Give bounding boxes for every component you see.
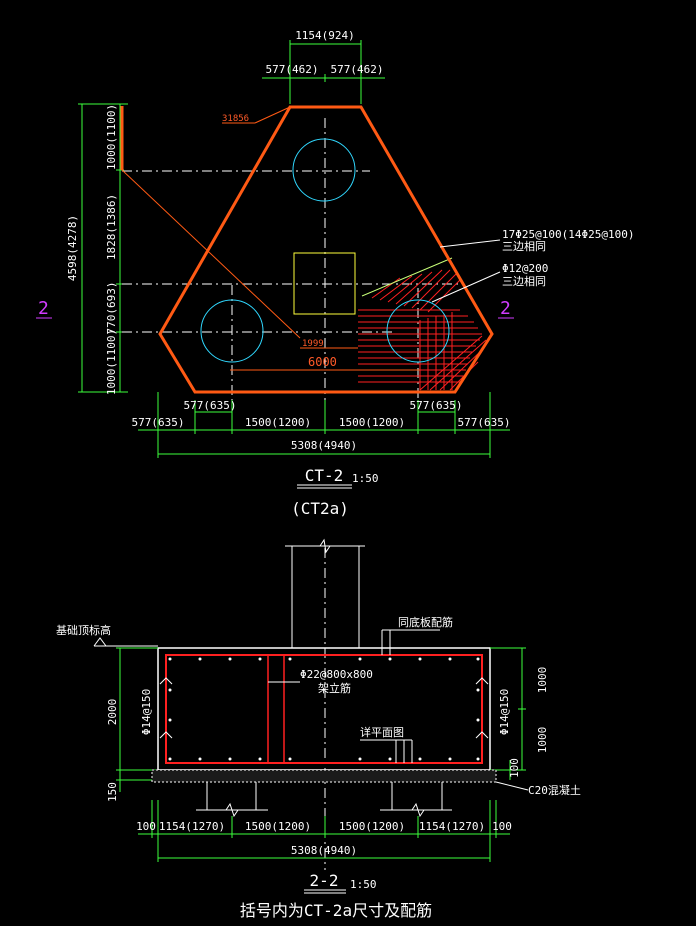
section-piles [196, 782, 452, 818]
rebar-sub-spec: Φ12@200 [502, 262, 548, 275]
pile-top [292, 138, 356, 202]
section-cover: 100 [508, 758, 521, 778]
rebar-main-spec: 17Φ25@100(14Φ25@100) [502, 228, 634, 241]
section-mark-left: 2 [38, 298, 49, 319]
section-cap-outline [157, 647, 491, 771]
plan-leader-label: 31856 [222, 114, 249, 124]
section-column [285, 538, 365, 648]
inner-dim-small: 1999 [302, 339, 324, 349]
section-view: 基础顶标高 Φ22@800x800 架立筋 同底板配筋 [56, 538, 581, 920]
plan-diagonal-leader [121, 169, 301, 339]
plan-title: CT-2 [305, 466, 344, 485]
mid-rebar-spec: Φ22@800x800 [300, 668, 373, 681]
pile-detail-leader [360, 739, 413, 763]
top-rebar-label: 同底板配筋 [398, 615, 453, 629]
section-rebar-cage [165, 654, 483, 764]
section-rebar-dots [168, 657, 480, 761]
rebar-main-leader [439, 239, 501, 248]
plan-view: 1154(924) 577(462) 577(462) 4598(4278) 1… [36, 29, 634, 518]
plan-left-dimensions [78, 103, 128, 393]
pile-detail-note: 详平面图 [360, 725, 404, 739]
section-bottom-dim-5: 1154(1270) [419, 820, 485, 833]
section-right-bar: Φ14@150 [498, 689, 511, 735]
section-left-bar: Φ14@150 [140, 689, 153, 735]
section-left-height: 2000 [106, 699, 119, 726]
section-note: 括号内为CT-2a尺寸及配筋 [240, 901, 432, 920]
concrete-bed [151, 769, 497, 783]
plan-rebar-hatch [358, 269, 487, 391]
concrete-label: C20混凝土 [528, 783, 581, 797]
section-bottom-dimensions [138, 800, 510, 862]
plan-rebar-arrow [361, 257, 453, 297]
plan-bottom-dimensions [138, 392, 510, 458]
section-bottom-dim-2: 1154(1270) [159, 820, 225, 833]
plan-left-dim-1: 1000(1100) [105, 104, 118, 170]
section-mark-right: 2 [500, 298, 511, 319]
plan-top-total-dim: 1154(924) [295, 29, 355, 42]
rebar-main-note: 三边相同 [502, 240, 546, 253]
plan-label-leader-d [254, 106, 291, 124]
plan-bottom-dim-2: 1500(1200) [245, 416, 311, 429]
mid-rebar-note: 架立筋 [318, 681, 351, 695]
concrete-label-leader [495, 781, 529, 791]
pile-bottom-right [386, 299, 450, 363]
plan-diag-left-dim: 577(635) [184, 399, 237, 412]
plan-scale: 1:50 [352, 472, 379, 485]
plan-bottom-dim-3: 1500(1200) [339, 416, 405, 429]
column-outline [293, 252, 356, 315]
section-bottom-dim-6: 100 [492, 820, 512, 833]
inner-dim-large: 6000 [308, 355, 337, 369]
pile-bottom-left [200, 299, 264, 363]
section-bottom-dim-1: 100 [136, 820, 156, 833]
section-left-dimensions [116, 647, 158, 792]
top-rebar-leader [381, 629, 440, 655]
section-scale: 1:50 [350, 878, 377, 891]
plan-left-total-dim: 4598(4278) [66, 215, 79, 281]
plan-top-left-dim: 577(462) [266, 63, 319, 76]
plan-diag-right-dim: 577(635) [410, 399, 463, 412]
plan-subtitle: (CT2a) [291, 499, 349, 518]
section-bed-height: 150 [106, 782, 119, 802]
pile-cap-outline [158, 105, 494, 394]
plan-bottom-dim-4: 577(635) [458, 416, 511, 429]
plan-left-dim-3: 770(693) [105, 282, 118, 335]
plan-top-dimensions [262, 40, 385, 104]
plan-left-dim-4: 1000(1100) [105, 329, 118, 395]
section-bottom-dim-4: 1500(1200) [339, 820, 405, 833]
section-right-seg-1: 1000 [536, 667, 549, 694]
plan-center-lines [122, 118, 460, 400]
ground-level-symbol [93, 637, 107, 647]
ground-level-label: 基础顶标高 [56, 623, 111, 637]
section-bottom-dim-3: 1500(1200) [245, 820, 311, 833]
plan-bottom-total-dim: 5308(4940) [291, 439, 357, 452]
rebar-sub-leader [431, 271, 501, 303]
section-right-seg-2: 1000 [536, 727, 549, 754]
rebar-sub-note: 三边相同 [502, 275, 546, 288]
section-title: 2-2 [310, 871, 339, 890]
plan-left-dim-2: 1828(1386) [105, 194, 118, 260]
section-bottom-total-dim: 5308(4940) [291, 844, 357, 857]
side-bar-markers [159, 677, 489, 739]
plan-top-right-dim: 577(462) [331, 63, 384, 76]
plan-bottom-dim-1: 577(635) [132, 416, 185, 429]
